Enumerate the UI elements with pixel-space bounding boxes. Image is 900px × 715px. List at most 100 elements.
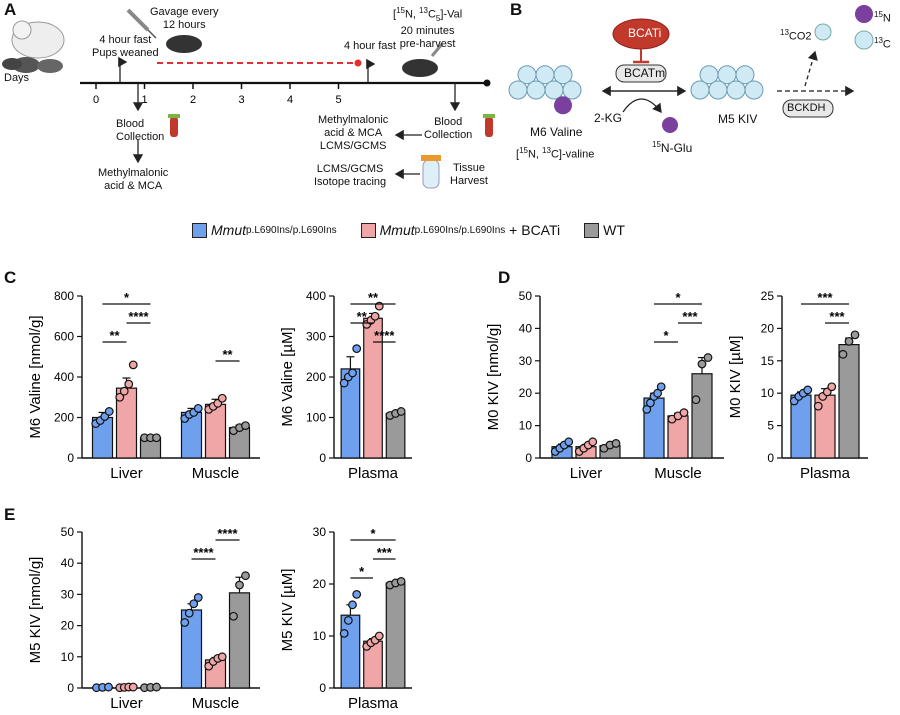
syringe-icon (430, 43, 444, 57)
significance-label: * (675, 290, 681, 305)
bar (838, 343, 860, 459)
significance-label: *** (817, 290, 833, 305)
data-point (588, 437, 598, 447)
data-point (653, 388, 663, 398)
y-tick-label: 20 (761, 321, 775, 335)
data-point (374, 631, 384, 641)
data-point (104, 407, 114, 416)
data-point (703, 353, 713, 362)
y-tick-label: 20 (519, 386, 533, 400)
data-point (343, 615, 353, 625)
carbon-atom (708, 80, 728, 100)
significance-label: **** (128, 309, 149, 324)
panel-label-b: B (510, 0, 523, 19)
significance-label: **** (193, 545, 214, 560)
m6-valine-sublabel: [15N, 13C]-valine (516, 146, 595, 161)
y-axis-label: M0 KIV [nmol/g] (485, 324, 502, 431)
data-point (180, 618, 190, 627)
y-tick-label: 400 (54, 370, 74, 384)
y-tick-label: 0 (525, 451, 532, 465)
category-label: Plasma (348, 695, 399, 712)
data-point (803, 385, 813, 395)
data-point (193, 403, 203, 413)
data-point (124, 379, 134, 389)
data-point (241, 421, 250, 431)
blood-tube-icon (483, 114, 495, 137)
legend-mut-allele: p.L690Ins/p.L690Ins (246, 224, 337, 236)
data-point (184, 608, 194, 618)
data-point (370, 311, 380, 321)
data-point (642, 404, 652, 414)
pathway-diagram (508, 5, 874, 133)
category-label: Liver (570, 465, 603, 482)
category-label: Plasma (348, 465, 399, 482)
y-tick-label: 0 (767, 451, 774, 465)
bar (385, 412, 406, 459)
y-tick-label: 10 (313, 629, 327, 643)
category-label: Liver (110, 465, 143, 482)
m6-valine-label: M6 Valine (530, 125, 583, 139)
data-point (838, 349, 848, 359)
bcatm-label: BCATm (624, 66, 666, 80)
significance-label: *** (377, 545, 393, 560)
y-tick-label: 5 (767, 419, 774, 433)
legend-bcati-gene: Mmut (379, 222, 415, 238)
data-point (152, 682, 161, 692)
carbon-atom (690, 80, 710, 100)
significance-label: ** (109, 328, 120, 343)
y-tick-label: 200 (54, 411, 74, 425)
co2-carbon (814, 23, 832, 41)
data-point (115, 392, 125, 402)
data-point (844, 336, 854, 346)
data-point (229, 611, 238, 621)
panel-label-e: E (4, 505, 16, 524)
y-tick-label: 200 (306, 370, 326, 384)
category-label: Muscle (654, 465, 702, 482)
significance-label: * (359, 564, 365, 579)
carbon-atom (562, 80, 582, 100)
significance-label: **** (217, 526, 238, 541)
y-tick-label: 20 (313, 577, 327, 591)
m5-kiv-label: M5 KIV (718, 112, 758, 126)
data-point (348, 368, 357, 378)
significance-label: * (124, 290, 130, 305)
n15-atom (662, 117, 678, 133)
significance-label: *** (829, 309, 845, 324)
timeline-tick-label: 2 (190, 94, 196, 106)
data-point (348, 600, 357, 610)
legend-n15-label: 15N (874, 10, 891, 25)
data-point (217, 652, 227, 662)
y-tick-label: 30 (61, 587, 75, 601)
data-point (813, 401, 823, 411)
2kg-label: 2-KG (594, 111, 623, 125)
data-point (128, 360, 138, 370)
y-tick-label: 50 (519, 289, 533, 303)
syringe-icon (126, 8, 157, 39)
carbon-atom (553, 65, 573, 85)
y-tick-label: 0 (67, 451, 74, 465)
data-point (339, 628, 349, 638)
data-point (339, 378, 349, 388)
legend-c13-label: 13C (874, 36, 891, 51)
y-axis-label: M0 KIV [µM] (727, 336, 744, 419)
y-tick-label: 600 (54, 330, 74, 344)
legend-wt-label: WT (603, 222, 625, 238)
data-point (189, 599, 199, 609)
legend-c13-icon (854, 30, 874, 50)
data-point (564, 437, 574, 447)
data-point (152, 433, 161, 443)
carbon-atom (508, 80, 528, 100)
m5-kiv-molecule (690, 65, 764, 100)
blood-tube-icon (168, 114, 180, 137)
